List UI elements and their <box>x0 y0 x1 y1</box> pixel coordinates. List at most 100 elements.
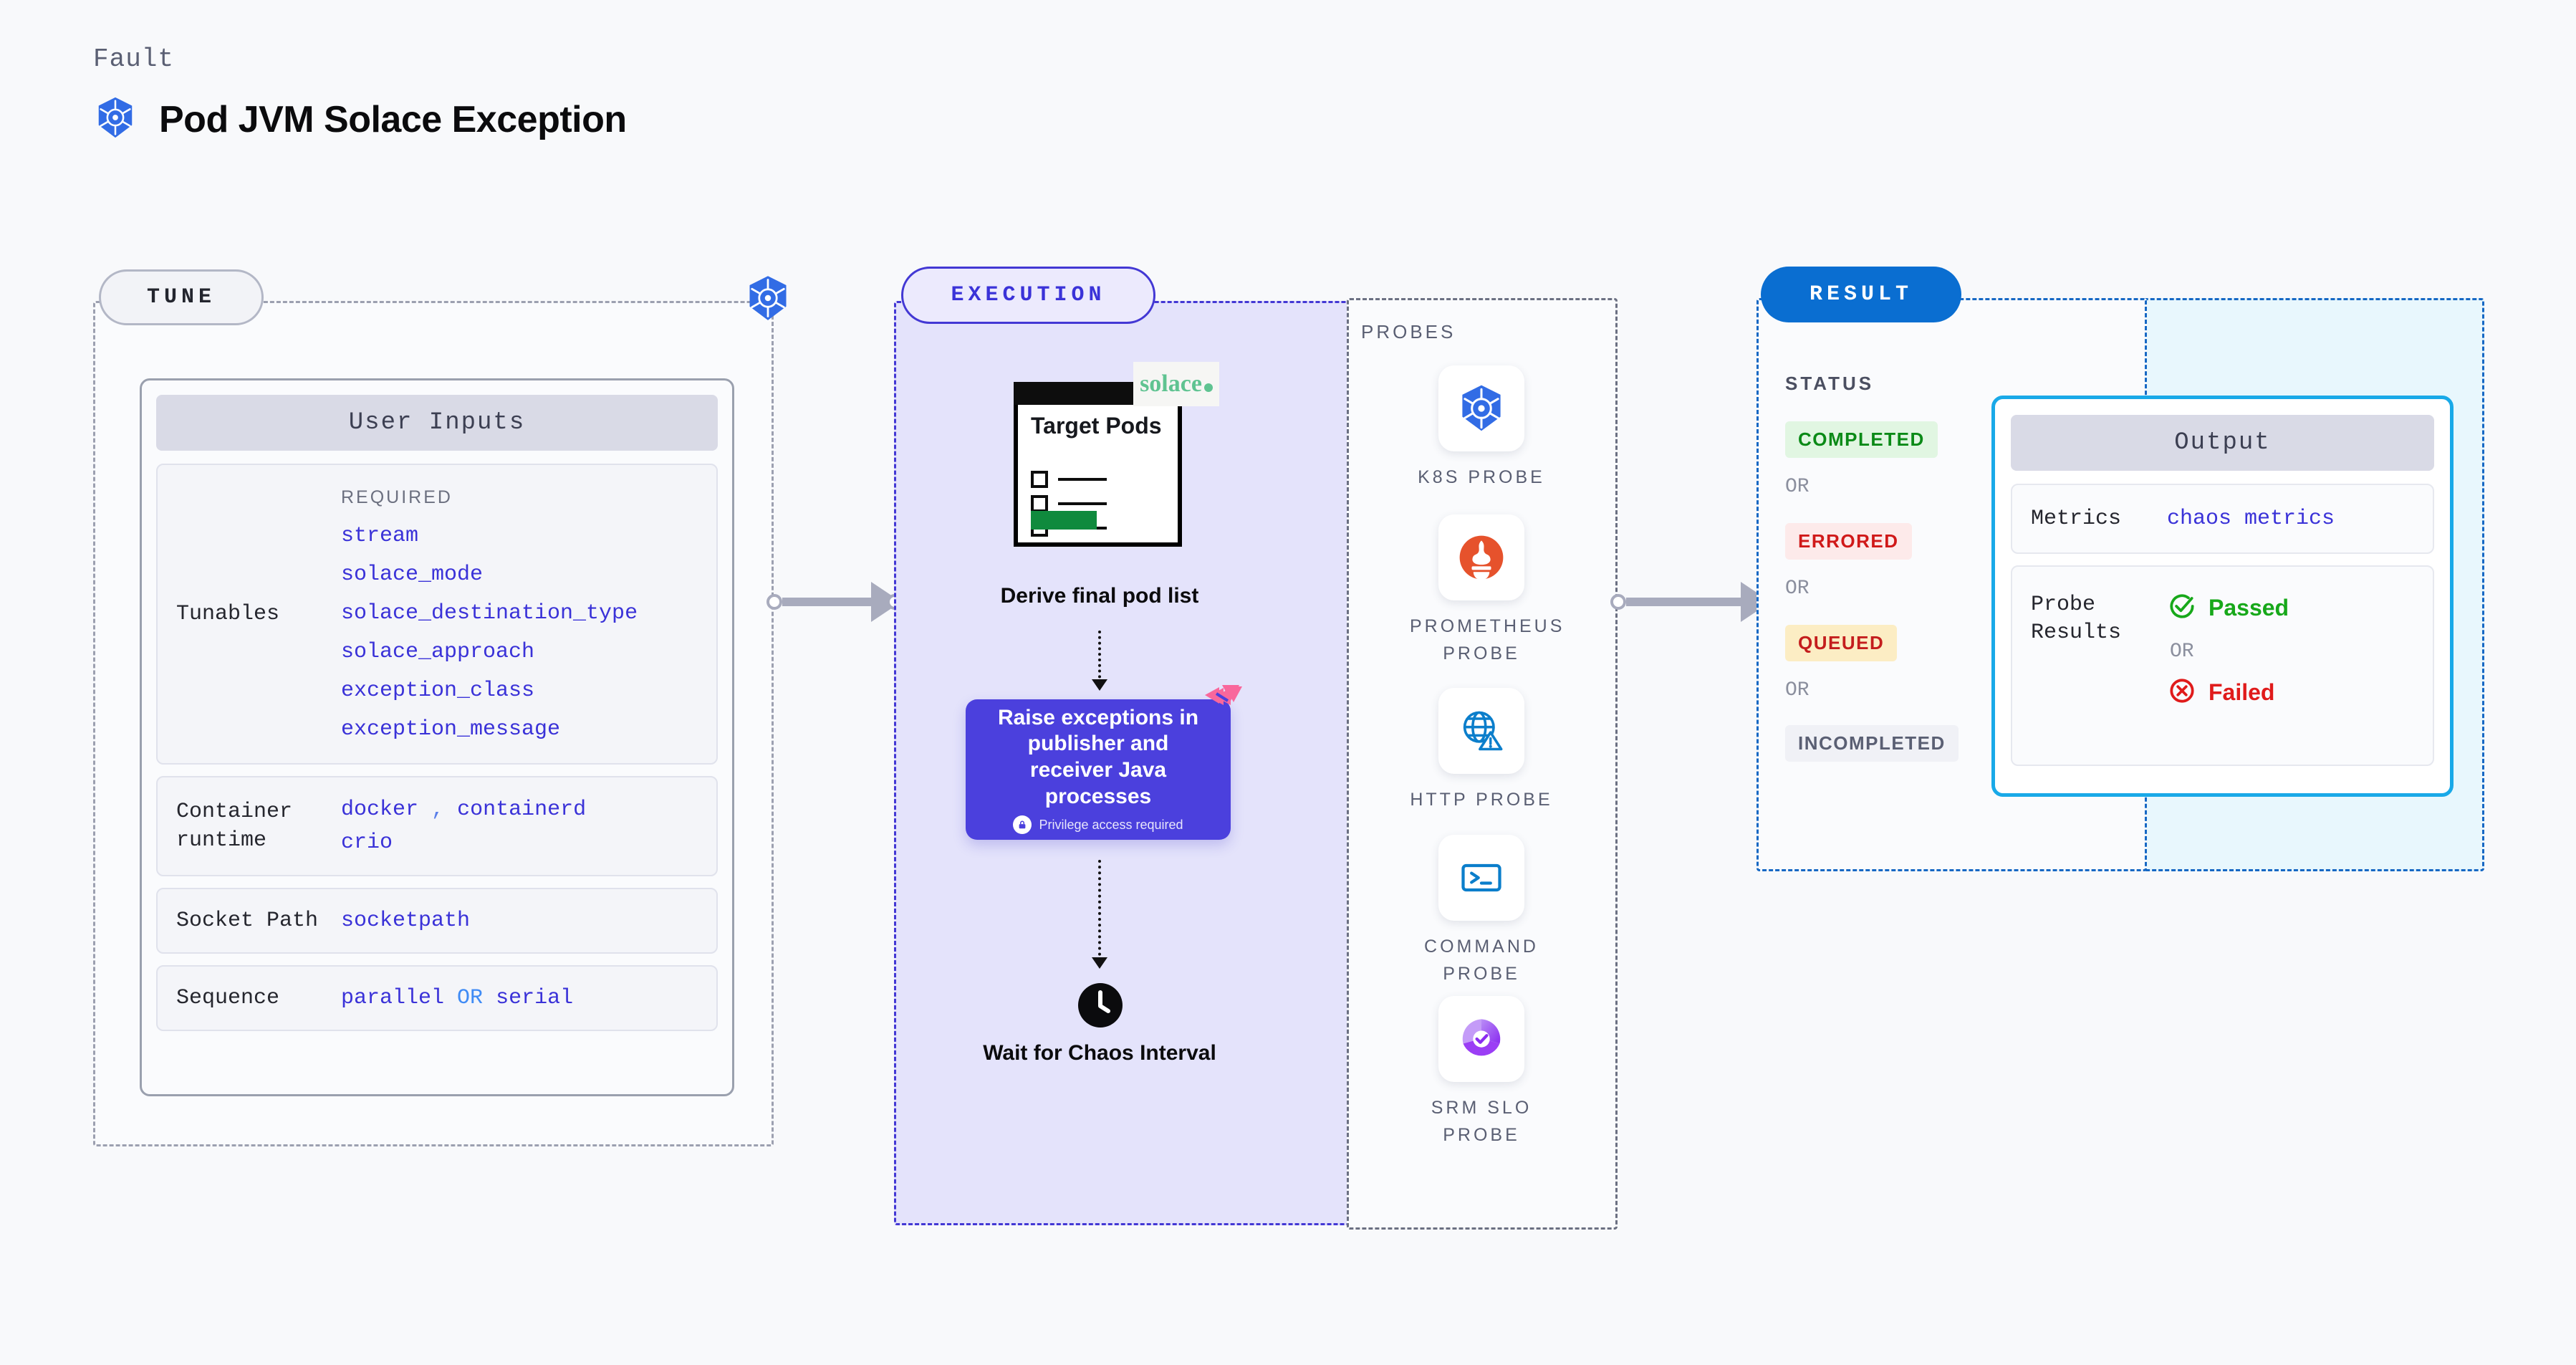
container-runtime-row: Container runtime docker , containerd cr… <box>156 776 718 876</box>
privilege-note: Privilege access required <box>1013 815 1183 835</box>
arrow-stem <box>1098 631 1101 689</box>
runtime-containerd[interactable]: containerd <box>457 797 587 822</box>
solace-wordmark: solace <box>1140 370 1202 397</box>
checkbox-icon <box>1031 495 1048 512</box>
tunable-exception-message[interactable]: exception_message <box>341 717 561 742</box>
lock-icon <box>1013 815 1032 835</box>
connector-tune-execution <box>766 582 903 622</box>
status-heading: STATUS <box>1785 373 1875 394</box>
connector-bar <box>1626 598 1742 606</box>
probe-command[interactable]: COMMAND PROBE <box>1410 835 1553 987</box>
runtime-crio[interactable]: crio <box>341 830 393 855</box>
socket-path-label: Socket Path <box>176 908 319 933</box>
privilege-note-text: Privilege access required <box>1039 817 1183 832</box>
probe-label: PROMETHEUS PROBE <box>1410 616 1565 664</box>
arrow-stem <box>1098 860 1101 967</box>
status-badge-errored: ERRORED <box>1785 523 1912 560</box>
connector-dot <box>766 594 782 610</box>
kubernetes-icon <box>93 95 138 143</box>
probe-result-or: OR <box>2170 641 2194 663</box>
line-icon <box>1058 502 1107 505</box>
status-or: OR <box>1785 476 1810 498</box>
check-circle-icon <box>2167 591 2197 625</box>
probe-results-label: Probe Results <box>2031 593 2122 645</box>
output-card-title: Output <box>2011 415 2434 471</box>
globe-warning-icon <box>1438 688 1524 774</box>
arrow-head <box>1092 679 1107 691</box>
probe-result-failed: Failed <box>2167 676 2414 709</box>
metrics-label: Metrics <box>2031 506 2122 531</box>
probe-label: HTTP PROBE <box>1410 790 1553 810</box>
tunable-solace-destination-type[interactable]: solace_destination_type <box>341 600 638 626</box>
probe-srm-slo[interactable]: SRM SLO PROBE <box>1410 996 1553 1149</box>
solace-dot-icon <box>1203 383 1213 392</box>
fault-kicker: Fault <box>93 44 175 74</box>
checkbox-icon <box>1031 471 1048 488</box>
probe-label: SRM SLO PROBE <box>1431 1098 1532 1145</box>
connector-execution-result <box>1610 582 1772 622</box>
metrics-row: Metrics chaos metrics <box>2011 484 2434 554</box>
target-pods-title: Target Pods <box>1031 413 1162 439</box>
litmus-logo <box>1203 685 1244 718</box>
tunable-solace-approach[interactable]: solace_approach <box>341 639 535 664</box>
tune-pill-label: TUNE <box>99 269 264 325</box>
execution-pill-label: EXECUTION <box>901 267 1155 324</box>
prometheus-icon <box>1438 514 1524 600</box>
probes-heading: PROBES <box>1361 321 1456 343</box>
metrics-value[interactable]: chaos metrics <box>2167 507 2335 531</box>
srm-slo-icon <box>1438 996 1524 1082</box>
status-or: OR <box>1785 679 1810 701</box>
raise-exceptions-action[interactable]: Raise exceptions in publisher and receiv… <box>966 685 1242 840</box>
target-pods-item <box>1031 471 1107 488</box>
kubernetes-icon <box>1438 365 1524 451</box>
tunables-label: Tunables <box>176 601 280 626</box>
sequence-or: OR <box>457 986 484 1010</box>
socket-path-row: Socket Path socketpath <box>156 888 718 954</box>
status-badge-incompleted: INCOMPLETED <box>1785 725 1959 762</box>
status-badge-queued: QUEUED <box>1785 625 1898 661</box>
sequence-serial[interactable]: serial <box>496 986 574 1010</box>
probe-label: COMMAND PROBE <box>1424 937 1539 984</box>
target-pods-item <box>1031 495 1107 512</box>
target-pods-graphic: Target Pods <box>1014 382 1182 547</box>
tunable-stream[interactable]: stream <box>341 523 419 548</box>
wait-chaos-interval-label: Wait for Chaos Interval <box>983 1041 1216 1065</box>
runtime-docker[interactable]: docker <box>341 797 419 822</box>
tunables-row: Tunables REQUIRED stream solace_mode sol… <box>156 464 718 765</box>
required-label: REQUIRED <box>341 487 453 507</box>
probe-results-row: Probe Results Passed OR <box>2011 565 2434 766</box>
socket-path-value[interactable]: socketpath <box>341 909 471 933</box>
line-icon <box>1058 478 1107 481</box>
flow-arrow-1 <box>1092 631 1107 691</box>
connector-dot <box>1610 594 1626 610</box>
probe-prometheus[interactable]: PROMETHEUS PROBE <box>1410 514 1565 667</box>
container-runtime-label: Container runtime <box>176 799 293 853</box>
x-circle-icon <box>2167 676 2197 709</box>
output-card: Output Metrics chaos metrics Probe Resul… <box>1991 396 2454 797</box>
passed-text: Passed <box>2209 595 2289 621</box>
arrow-head <box>1092 957 1107 969</box>
page-title: Pod JVM Solace Exception <box>159 98 627 140</box>
probe-result-passed: Passed <box>2167 591 2414 625</box>
raise-exceptions-text: Raise exceptions in publisher and receiv… <box>997 705 1199 808</box>
probe-k8s[interactable]: K8S PROBE <box>1410 365 1553 492</box>
title-row: Pod JVM Solace Exception <box>93 95 627 143</box>
probe-label: K8S PROBE <box>1418 467 1545 487</box>
runtime-separator: , <box>431 797 445 822</box>
probe-http[interactable]: HTTP PROBE <box>1410 688 1553 814</box>
clock-icon <box>1078 983 1123 1028</box>
tunable-exception-class[interactable]: exception_class <box>341 678 535 703</box>
failed-text: Failed <box>2209 679 2275 705</box>
kubernetes-icon <box>744 274 792 322</box>
status-badge-completed: COMPLETED <box>1785 421 1938 458</box>
flow-arrow-2 <box>1092 860 1107 969</box>
tunable-solace-mode[interactable]: solace_mode <box>341 562 484 587</box>
status-or: OR <box>1785 578 1810 600</box>
user-inputs-title: User Inputs <box>156 395 718 451</box>
sequence-row: Sequence parallel OR serial <box>156 965 718 1031</box>
sequence-label: Sequence <box>176 985 280 1010</box>
result-pill-label: RESULT <box>1761 267 1961 322</box>
sequence-parallel[interactable]: parallel <box>341 986 445 1010</box>
user-inputs-card: User Inputs Tunables REQUIRED stream sol… <box>140 378 734 1096</box>
solace-logo: solace <box>1133 362 1219 406</box>
